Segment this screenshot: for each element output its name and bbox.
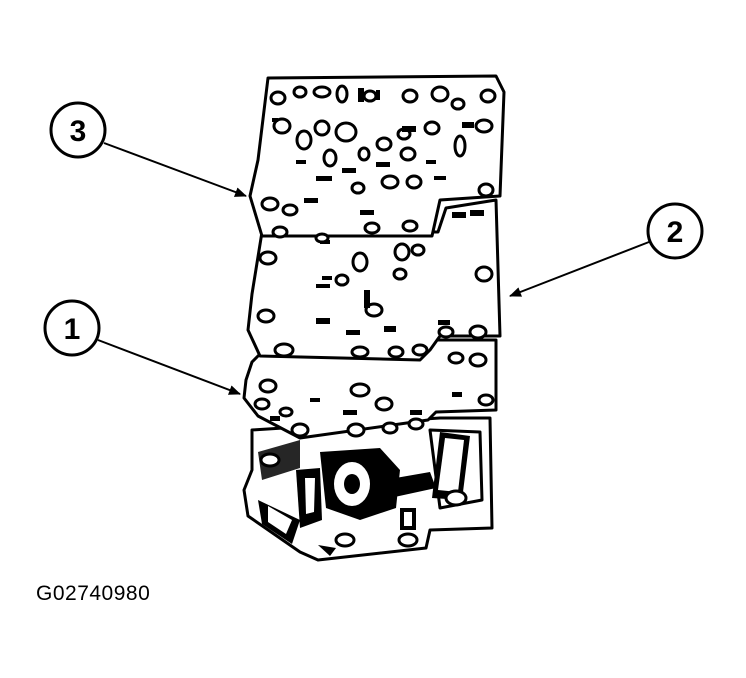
- callout-3: 3: [49, 101, 247, 197]
- figure-id: G02740980: [36, 582, 151, 605]
- callout-3-arrow: [103, 142, 247, 197]
- callout-3-label: 3: [70, 115, 87, 148]
- valve-body-upper: [248, 74, 506, 244]
- valve-body-middle: [246, 198, 502, 362]
- callout-2: 2: [509, 202, 704, 297]
- callout-1: 1: [43, 299, 241, 395]
- callout-2-arrow: [509, 241, 650, 297]
- main-control-body: [242, 416, 494, 562]
- callout-1-label: 1: [64, 313, 81, 346]
- callout-2-label: 2: [667, 216, 684, 249]
- callout-1-arrow: [97, 339, 241, 395]
